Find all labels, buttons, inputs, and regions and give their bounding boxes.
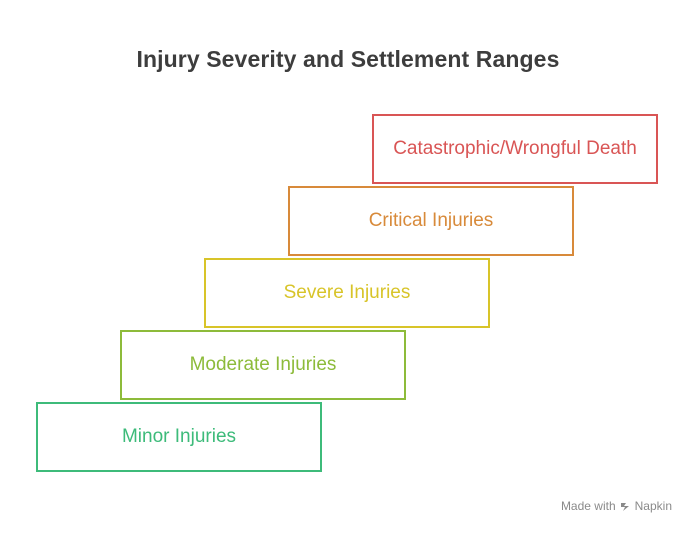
step-severe-injuries: Severe Injuries — [204, 258, 490, 328]
napkin-logo-icon — [620, 502, 629, 511]
step-label: Moderate Injuries — [189, 354, 337, 375]
watermark-made-with-text: Made with — [560, 499, 616, 513]
step-label: Catastrophic/Wrongful Death — [393, 138, 637, 159]
step-moderate-injuries: Moderate Injuries — [120, 330, 406, 400]
step-label: Severe Injuries — [283, 282, 411, 303]
watermark-brand-text: Napkin — [634, 499, 672, 513]
step-label: Critical Injuries — [368, 210, 494, 231]
step-critical-injuries: Critical Injuries — [288, 186, 574, 256]
step-label: Minor Injuries — [121, 426, 237, 447]
diagram-title: Injury Severity and Settlement Ranges — [136, 46, 560, 72]
step-minor-injuries: Minor Injuries — [36, 402, 322, 472]
step-catastrophic-wrongful-death: Catastrophic/Wrongful Death — [372, 114, 658, 184]
made-with-napkin-watermark: Made with Napkin — [561, 499, 672, 513]
